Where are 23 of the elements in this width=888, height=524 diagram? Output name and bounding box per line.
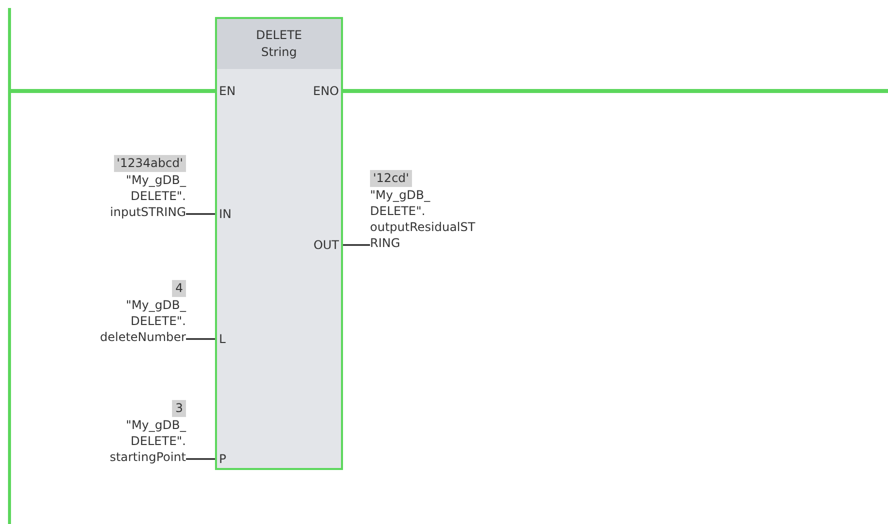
function-block (215, 17, 343, 470)
wire (186, 213, 217, 215)
wire (186, 338, 217, 340)
operand-value: 3 (172, 400, 186, 417)
pin-label: P (217, 451, 226, 467)
operand-name: "My_gDB_ DELETE". startingPoint (110, 417, 186, 465)
operand-name: "My_gDB_ DELETE". deleteNumber (100, 297, 186, 345)
operand-name: "My_gDB_ DELETE". outputResidualST RING (370, 187, 476, 251)
pin-label: OUT (313, 237, 341, 253)
wire (341, 89, 888, 93)
pin-label: ENO (312, 83, 341, 99)
wire (341, 244, 370, 246)
pin-label: IN (217, 206, 232, 222)
wire (11, 89, 217, 93)
operand-value: 4 (172, 280, 186, 297)
operand-name: "My_gDB_ DELETE". inputSTRING (110, 172, 186, 220)
wire (186, 458, 217, 460)
block-title: DELETE String (256, 27, 302, 61)
power-rail (8, 8, 11, 524)
pin-label: L (217, 331, 226, 347)
pin-label: EN (217, 83, 236, 99)
operand-value: '12cd' (370, 170, 412, 187)
operand-value: '1234abcd' (114, 155, 186, 172)
